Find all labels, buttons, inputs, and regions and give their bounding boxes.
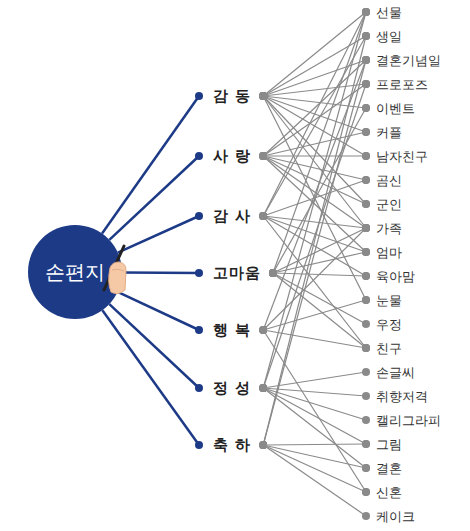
keyword-node: 엄마 bbox=[374, 245, 404, 260]
keyword-connector bbox=[263, 330, 366, 492]
keyword-node: 그림 bbox=[374, 437, 404, 452]
keyword-connector bbox=[263, 444, 366, 445]
hub-connector bbox=[109, 156, 199, 240]
keyword-connector bbox=[263, 36, 366, 96]
keyword-connector bbox=[263, 445, 366, 516]
node-label: 그림 bbox=[376, 437, 402, 452]
node-label: 친구 bbox=[376, 341, 402, 356]
keyword-node: 가족 bbox=[374, 221, 404, 236]
theme-node: 감 사 bbox=[211, 207, 253, 225]
node-label: 감 동 bbox=[213, 87, 251, 105]
keyword-connector bbox=[263, 156, 366, 228]
keyword-connector bbox=[273, 252, 366, 273]
keyword-connector bbox=[263, 36, 366, 216]
node-label: 신혼 bbox=[376, 485, 402, 500]
keyword-node: 결혼기념일 bbox=[374, 53, 443, 68]
keyword-connector bbox=[263, 388, 366, 444]
theme-node: 행 복 bbox=[211, 321, 253, 339]
hub-circle: 손편지 bbox=[28, 225, 122, 319]
node-label: 우정 bbox=[376, 317, 402, 332]
keyword-connector bbox=[263, 216, 366, 276]
keyword-node: 커플 bbox=[374, 125, 404, 140]
node-label: 곰신 bbox=[376, 173, 402, 188]
keyword-connector bbox=[263, 156, 366, 204]
theme-node: 사 랑 bbox=[211, 147, 253, 165]
node-label: 정 성 bbox=[213, 379, 251, 397]
node-label: 프로포즈 bbox=[376, 77, 428, 92]
hub-connector bbox=[102, 310, 199, 445]
keyword-connector bbox=[263, 445, 366, 468]
node-label: 선물 bbox=[376, 5, 402, 20]
keyword-connector bbox=[273, 273, 366, 348]
keyword-node: 군인 bbox=[374, 197, 404, 212]
keyword-connector bbox=[263, 60, 366, 96]
keyword-connector bbox=[273, 108, 366, 273]
node-label: 가족 bbox=[376, 221, 402, 236]
node-label: 행 복 bbox=[213, 321, 251, 339]
hand bbox=[109, 262, 126, 294]
node-label: 군인 bbox=[376, 197, 402, 212]
keyword-node: 육아맘 bbox=[374, 269, 417, 284]
node-label: 사 랑 bbox=[213, 147, 251, 165]
keyword-connector bbox=[263, 12, 366, 216]
keyword-connector bbox=[263, 156, 366, 180]
keyword-connector bbox=[263, 36, 366, 445]
node-label: 감 사 bbox=[213, 207, 251, 225]
keyword-connector bbox=[263, 12, 366, 388]
node-label: 남자친구 bbox=[376, 149, 428, 164]
keyword-connector bbox=[263, 228, 366, 330]
keyword-node: 곰신 bbox=[374, 173, 404, 188]
node-label: 눈물 bbox=[376, 293, 402, 308]
keyword-connector bbox=[263, 60, 366, 156]
keyword-node: 선물 bbox=[374, 5, 404, 20]
node-label: 커플 bbox=[376, 125, 402, 140]
node-label: 축 하 bbox=[213, 436, 251, 454]
keyword-node: 우정 bbox=[374, 317, 404, 332]
keyword-connector bbox=[263, 60, 366, 330]
keyword-connector bbox=[263, 300, 366, 330]
keyword-node: 이벤트 bbox=[374, 101, 417, 116]
keyword-node: 생일 bbox=[374, 29, 404, 44]
node-label: 손글씨 bbox=[376, 365, 415, 380]
node-label: 육아맘 bbox=[376, 269, 415, 284]
node-label: 캘리그라피 bbox=[376, 413, 441, 428]
keyword-node: 눈물 bbox=[374, 293, 404, 308]
node-label: 결혼 bbox=[376, 461, 402, 476]
keyword-node: 남자친구 bbox=[374, 149, 430, 164]
theme-node: 감 동 bbox=[211, 87, 253, 105]
hand-finger bbox=[112, 269, 124, 271]
hub-connector bbox=[118, 216, 199, 253]
keyword-connector bbox=[263, 60, 366, 445]
keyword-node: 신혼 bbox=[374, 485, 404, 500]
node-label: 생일 bbox=[376, 29, 402, 44]
node-label: 결혼기념일 bbox=[376, 53, 441, 68]
keyword-node: 케이크 bbox=[374, 509, 417, 524]
keyword-node: 손글씨 bbox=[374, 365, 417, 380]
keyword-node: 결혼 bbox=[374, 461, 404, 476]
node-label: 취향저격 bbox=[376, 389, 428, 404]
node-label: 케이크 bbox=[376, 509, 415, 524]
keyword-node: 친구 bbox=[374, 341, 404, 356]
keyword-node: 캘리그라피 bbox=[374, 413, 443, 428]
hub-connector bbox=[109, 304, 199, 388]
keyword-node: 취향저격 bbox=[374, 389, 430, 404]
keyword-node: 프로포즈 bbox=[374, 77, 430, 92]
node-label: 엄마 bbox=[376, 245, 402, 260]
keyword-connector bbox=[263, 84, 366, 388]
keyword-connector bbox=[263, 445, 366, 492]
hub-connector bbox=[102, 96, 199, 234]
theme-node: 축 하 bbox=[211, 436, 253, 454]
hub-connector bbox=[122, 271, 199, 274]
keyword-connector bbox=[263, 388, 366, 420]
node-label: 이벤트 bbox=[376, 101, 415, 116]
node-label: 손편지 bbox=[45, 259, 105, 286]
theme-node: 정 성 bbox=[211, 379, 253, 397]
node-label: 고마움 bbox=[213, 264, 261, 282]
theme-node: 고마움 bbox=[211, 264, 263, 282]
